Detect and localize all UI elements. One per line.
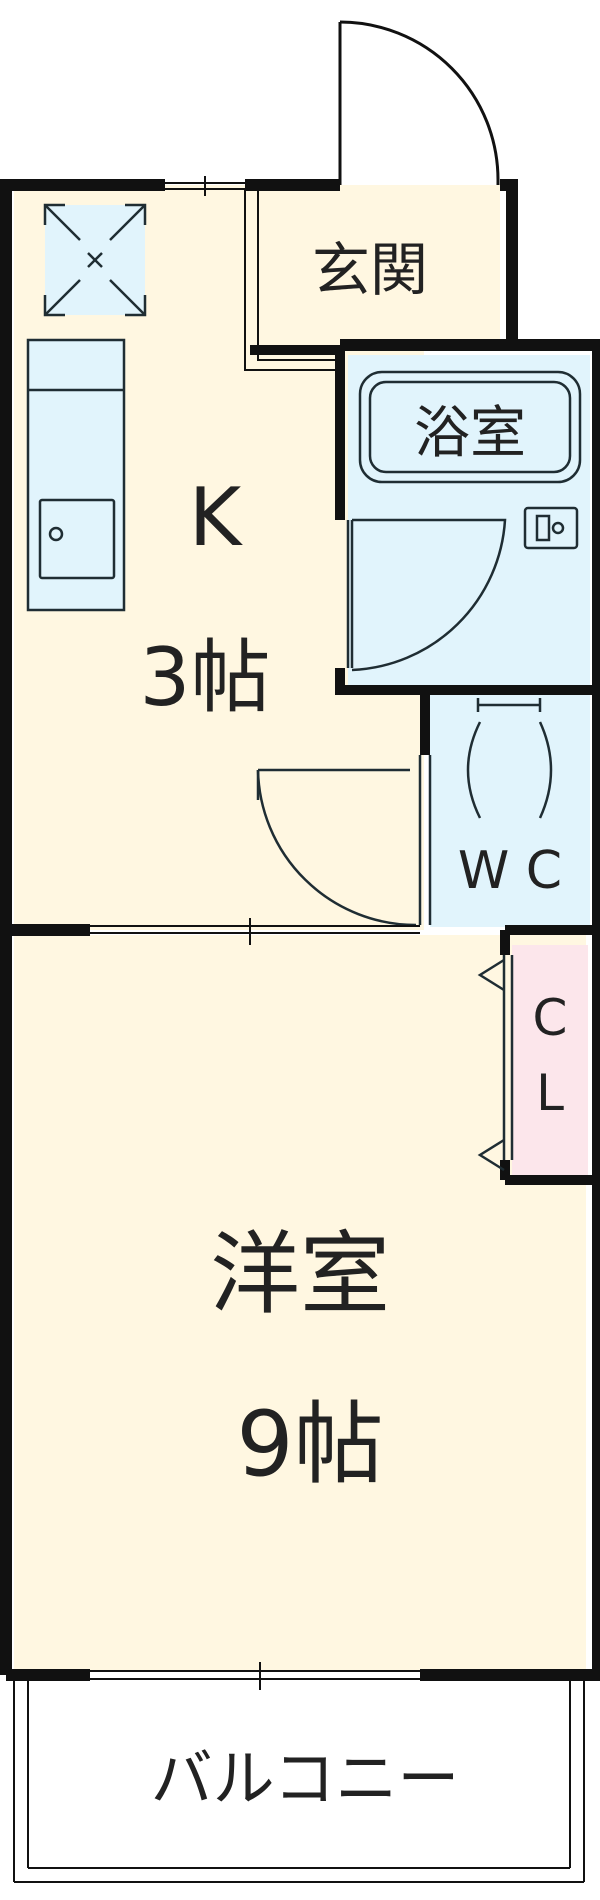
closet-label-l: L	[536, 1064, 564, 1122]
closet-floor	[512, 945, 588, 1175]
kitchen-name-label: K	[189, 471, 244, 564]
wc-floor	[430, 692, 590, 927]
toilet-icon	[466, 698, 553, 819]
closet-folding-door	[477, 955, 514, 1172]
bath-label: 浴室	[414, 401, 526, 466]
balcony-outline	[13, 1680, 585, 1883]
kitchen-counter	[28, 340, 124, 610]
genkan-label: 玄関	[312, 236, 428, 304]
genkan-step	[244, 190, 340, 371]
ventilation-fan-icon	[43, 203, 147, 317]
entrance-door	[338, 20, 500, 185]
genkan-floor	[250, 185, 500, 345]
kitchen-counter-outline	[26, 338, 126, 612]
exterior-walls	[0, 179, 600, 1681]
western-room-size-label: 9帖	[236, 1392, 383, 1497]
kitchen-size-label: 3帖	[140, 631, 271, 724]
wc-label: W C	[458, 841, 562, 901]
kitchen-room-door	[256, 768, 417, 927]
bath-faucet-icon	[523, 506, 579, 550]
closet-label-c: C	[533, 989, 568, 1047]
wc-door	[418, 755, 432, 925]
balcony-window	[90, 1662, 420, 1690]
western-room-floor	[14, 935, 586, 1670]
bath-door	[346, 518, 507, 672]
sliding-door-kitchen	[90, 918, 420, 945]
western-room-name-label: 洋室	[210, 1222, 390, 1327]
bathtub-icon	[358, 370, 582, 484]
kitchen-window	[165, 176, 245, 196]
interior-walls	[250, 345, 598, 1185]
balcony-label: バルコニー	[151, 1742, 460, 1815]
kitchen-sink-icon	[38, 498, 116, 580]
